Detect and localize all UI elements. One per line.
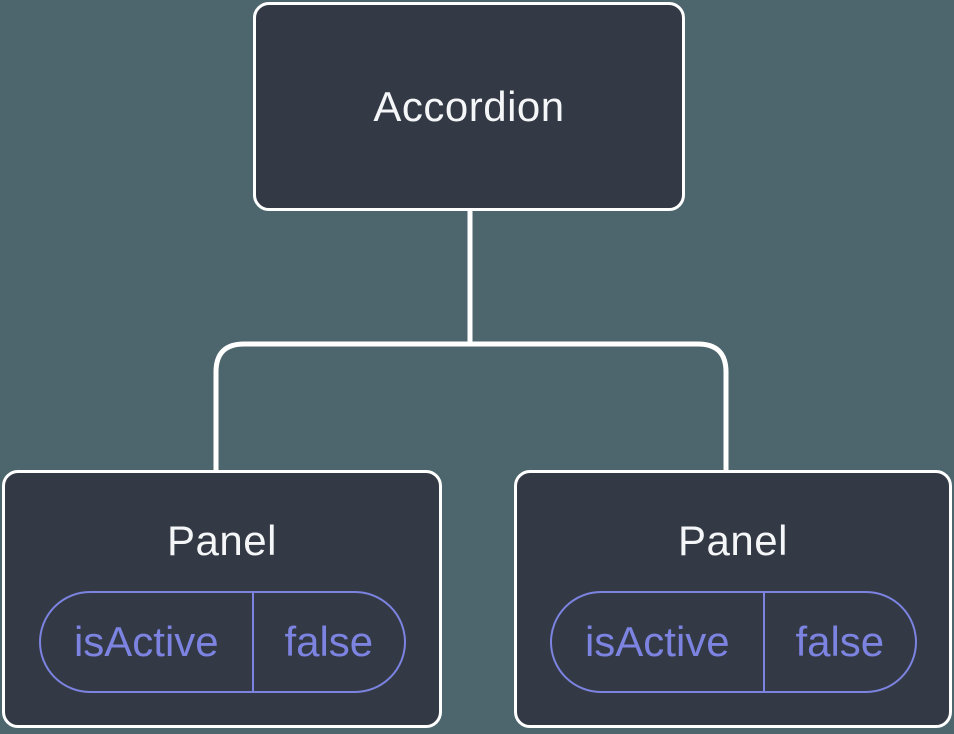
state-pill: isActive false: [38, 591, 406, 693]
connector-branch: [213, 341, 729, 472]
tree-node-panel-right: Panel isActive false: [514, 470, 952, 728]
state-value: false: [284, 618, 374, 665]
state-value: false: [795, 618, 885, 665]
node-label: Panel: [167, 517, 277, 564]
state-pill: isActive false: [549, 591, 917, 693]
node-label: Panel: [678, 517, 788, 564]
tree-node-panel-left: Panel isActive false: [2, 470, 442, 728]
state-key: isActive: [41, 593, 255, 691]
tree-node-accordion: Accordion: [253, 2, 685, 211]
node-label: Accordion: [373, 82, 565, 130]
state-key: isActive: [552, 593, 766, 691]
